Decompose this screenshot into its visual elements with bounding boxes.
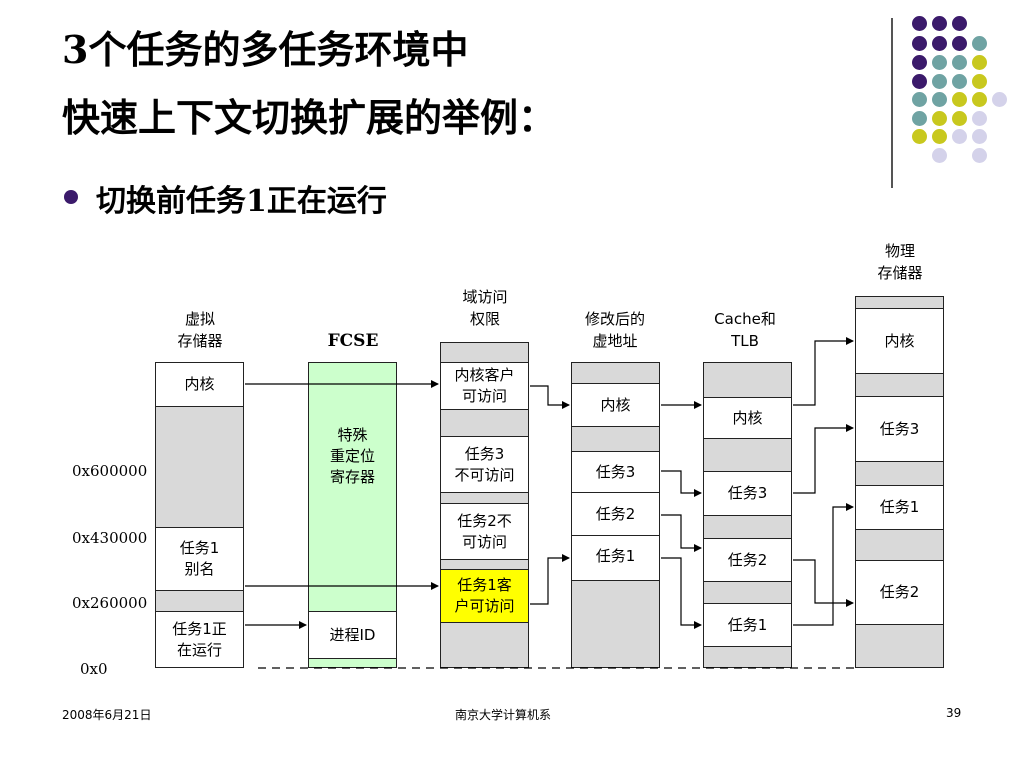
cache-tlb-header: Cache和 TLB bbox=[714, 310, 776, 350]
dot-icon bbox=[912, 129, 927, 144]
dot-icon bbox=[952, 92, 967, 107]
domain-gap-block bbox=[440, 622, 529, 668]
arrow-domain-task1-to-modified bbox=[530, 554, 570, 605]
arrow-domain-kernel-to-modified bbox=[530, 385, 570, 409]
dot-icon bbox=[952, 36, 967, 51]
dot-icon bbox=[932, 36, 947, 51]
modified-address-header: 修改后的 虚地址 bbox=[584, 310, 645, 350]
dot-icon bbox=[932, 55, 947, 70]
cache-task3-block: 任务3 bbox=[703, 471, 792, 516]
process-id-block: 进程ID bbox=[308, 611, 397, 659]
dot-icon bbox=[912, 111, 927, 126]
modified-gap-block bbox=[571, 580, 660, 668]
footer-page-number: 39 bbox=[946, 706, 962, 720]
dot-icon bbox=[952, 55, 967, 70]
dot-icon bbox=[932, 148, 947, 163]
arrow-cache-task2-to-physical bbox=[793, 559, 854, 607]
virtual-task1-alias-block: 任务1 别名 bbox=[155, 527, 244, 591]
physical-gap-block bbox=[855, 624, 944, 668]
dot-icon bbox=[912, 16, 927, 31]
decorative-divider bbox=[891, 18, 893, 188]
virtual-gap-block bbox=[155, 406, 244, 528]
fcse-header: FCSE bbox=[327, 331, 379, 351]
dot-icon bbox=[932, 129, 947, 144]
arrow-modified-task1-to-cache bbox=[661, 557, 702, 629]
modified-task2-block: 任务2 bbox=[571, 492, 660, 536]
dot-icon bbox=[972, 129, 987, 144]
cache-task2-block: 任务2 bbox=[703, 538, 792, 582]
dot-icon bbox=[972, 36, 987, 51]
fcse-bottom-block bbox=[308, 658, 397, 668]
virtual-task1-running-block: 任务1正 在运行 bbox=[155, 611, 244, 668]
domain-task2-block: 任务2不 可访问 bbox=[440, 503, 529, 560]
dot-icon bbox=[952, 111, 967, 126]
domain-task1-block: 任务1客 户可访问 bbox=[440, 569, 529, 623]
cache-gap-block bbox=[703, 646, 792, 668]
dot-icon bbox=[912, 92, 927, 107]
dot-icon bbox=[932, 16, 947, 31]
physical-memory-header: 物理 存储器 bbox=[877, 242, 923, 282]
virtual-memory-header: 虚拟 存储器 bbox=[177, 310, 223, 350]
dot-icon bbox=[932, 92, 947, 107]
physical-kernel-block: 内核 bbox=[855, 308, 944, 374]
virtual-kernel-block: 内核 bbox=[155, 362, 244, 407]
arrow-cache-kernel-to-physical bbox=[793, 337, 854, 406]
physical-task3-block: 任务3 bbox=[855, 396, 944, 462]
address-label: 0x600000 bbox=[72, 462, 148, 480]
address-label: 0x430000 bbox=[72, 529, 148, 547]
footer-organization: 南京大学计算机系 bbox=[455, 708, 552, 722]
dot-icon bbox=[992, 92, 1007, 107]
physical-task1-block: 任务1 bbox=[855, 485, 944, 530]
domain-task3-block: 任务3 不可访问 bbox=[440, 436, 529, 493]
dot-icon bbox=[912, 55, 927, 70]
footer-date: 2008年6月21日 bbox=[62, 708, 152, 722]
dot-icon bbox=[912, 36, 927, 51]
dot-icon bbox=[972, 148, 987, 163]
dot-icon bbox=[952, 74, 967, 89]
arrow-cache-task3-to-physical bbox=[793, 424, 854, 494]
physical-task2-block: 任务2 bbox=[855, 560, 944, 625]
bullet-text: 切换前任务1正在运行 bbox=[96, 184, 387, 219]
relocation-register-block: 特殊 重定位 寄存器 bbox=[308, 362, 397, 612]
domain-access-header: 域访问 权限 bbox=[462, 288, 508, 328]
dot-icon bbox=[932, 111, 947, 126]
dot-icon bbox=[952, 129, 967, 144]
arrow-modified-task2-to-cache bbox=[661, 514, 702, 552]
arrow-cache-task1-to-physical bbox=[793, 503, 854, 626]
dot-icon bbox=[932, 74, 947, 89]
cache-kernel-block: 内核 bbox=[703, 397, 792, 439]
cache-gap-block bbox=[703, 515, 792, 539]
dot-icon bbox=[972, 111, 987, 126]
dot-icon bbox=[912, 74, 927, 89]
arrow-modified-task3-to-cache bbox=[661, 470, 702, 497]
address-label: 0x0 bbox=[80, 660, 108, 678]
dot-icon bbox=[952, 16, 967, 31]
slide-title-line2: 快速上下文切换扩展的举例： bbox=[62, 95, 557, 140]
dot-icon bbox=[972, 92, 987, 107]
dot-icon bbox=[972, 74, 987, 89]
slide-title-line1: 3个任务的多任务环境中 bbox=[62, 27, 469, 72]
modified-task1-block: 任务1 bbox=[571, 535, 660, 581]
bullet-icon bbox=[64, 190, 78, 204]
dot-icon bbox=[972, 55, 987, 70]
modified-kernel-block: 内核 bbox=[571, 383, 660, 427]
address-label: 0x260000 bbox=[72, 594, 148, 612]
